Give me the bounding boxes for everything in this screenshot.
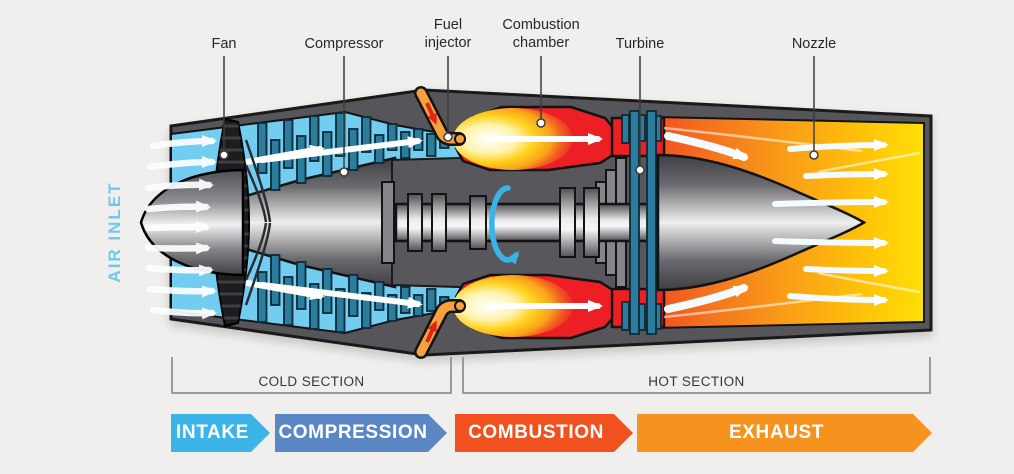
stage-intake: INTAKE xyxy=(171,414,270,452)
label-combustion-chamber: Combustion chamber xyxy=(502,17,580,51)
intake-arrows xyxy=(144,135,217,320)
rotation-arrow xyxy=(489,185,520,265)
label-compressor: Compressor xyxy=(304,36,384,52)
exhaust-arrows xyxy=(664,132,889,313)
label-air-inlet: AIR INLET xyxy=(105,181,124,283)
stage-combustion: COMBUSTION xyxy=(455,414,633,452)
stage-compression: COMPRESSION xyxy=(275,414,447,452)
cold-section-bracket: COLD SECTION xyxy=(171,357,452,394)
exhaust-streaks xyxy=(663,126,921,319)
leader-lines xyxy=(219,56,819,177)
label-turbine: Turbine xyxy=(615,36,665,52)
turbine-blades xyxy=(621,110,662,335)
combustion-arrows xyxy=(487,133,603,312)
hot-section-label: HOT SECTION xyxy=(648,374,745,389)
label-fan: Fan xyxy=(211,36,237,52)
compressor-arrows xyxy=(244,136,423,309)
label-fuel-injector: Fuel injector xyxy=(424,17,472,51)
label-nozzle: Nozzle xyxy=(791,36,837,52)
tail-cone xyxy=(656,153,867,292)
stage-exhaust: EXHAUST xyxy=(637,414,932,452)
cold-section-label: COLD SECTION xyxy=(258,374,365,389)
fuel-injector-bottom xyxy=(414,299,466,359)
hot-section-bracket: HOT SECTION xyxy=(462,357,931,394)
